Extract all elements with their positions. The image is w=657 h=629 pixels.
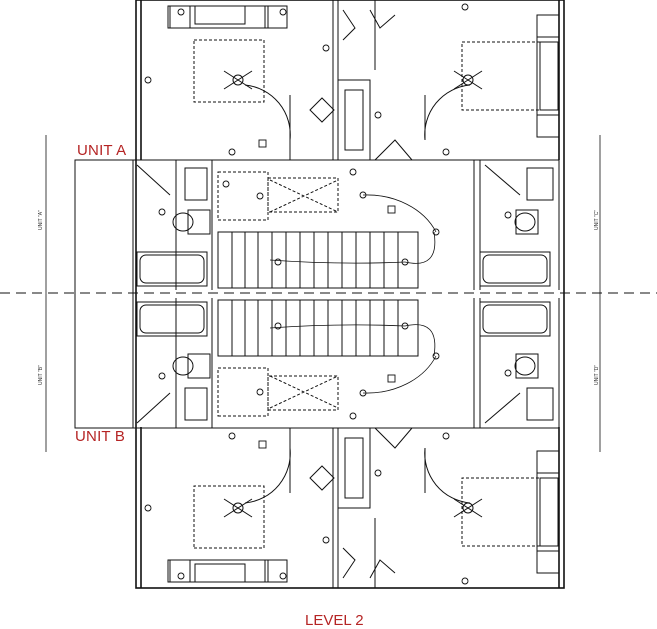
stairs-bottom xyxy=(217,299,419,357)
bottom-half xyxy=(133,298,560,588)
side-note-left-bottom: UNIT "B" xyxy=(38,365,44,385)
closets-top xyxy=(309,9,413,161)
left-wing xyxy=(74,159,134,429)
unit-b-label: UNIT B xyxy=(75,428,126,445)
closets-bottom xyxy=(309,427,413,579)
bathroom-bottom-left xyxy=(133,301,211,429)
bedroom-top-left xyxy=(141,0,339,161)
side-note-left-top: UNIT "A" xyxy=(38,210,44,230)
side-note-right-top: UNIT "C" xyxy=(594,209,600,230)
ceiling-fan-icon xyxy=(223,70,253,90)
level-title: LEVEL 2 xyxy=(305,612,364,629)
stairs-top xyxy=(217,231,419,289)
bathroom-top-left xyxy=(133,159,211,287)
bathroom-top-right xyxy=(479,160,560,290)
bedroom-bottom-left xyxy=(141,427,339,588)
ceiling-fan-icon xyxy=(453,70,483,90)
bedroom-top-right xyxy=(370,0,560,161)
bedroom-bottom-right xyxy=(370,427,560,588)
dimension-lines xyxy=(45,135,601,452)
electrical-fixtures xyxy=(144,3,512,585)
unit-a-label: UNIT A xyxy=(77,142,127,159)
exterior-walls xyxy=(135,0,565,589)
hallway-bottom xyxy=(175,298,481,429)
bathroom-bottom-right xyxy=(479,298,560,428)
hallway-top xyxy=(175,159,481,290)
side-note-right-bottom: UNIT "D" xyxy=(594,364,600,385)
